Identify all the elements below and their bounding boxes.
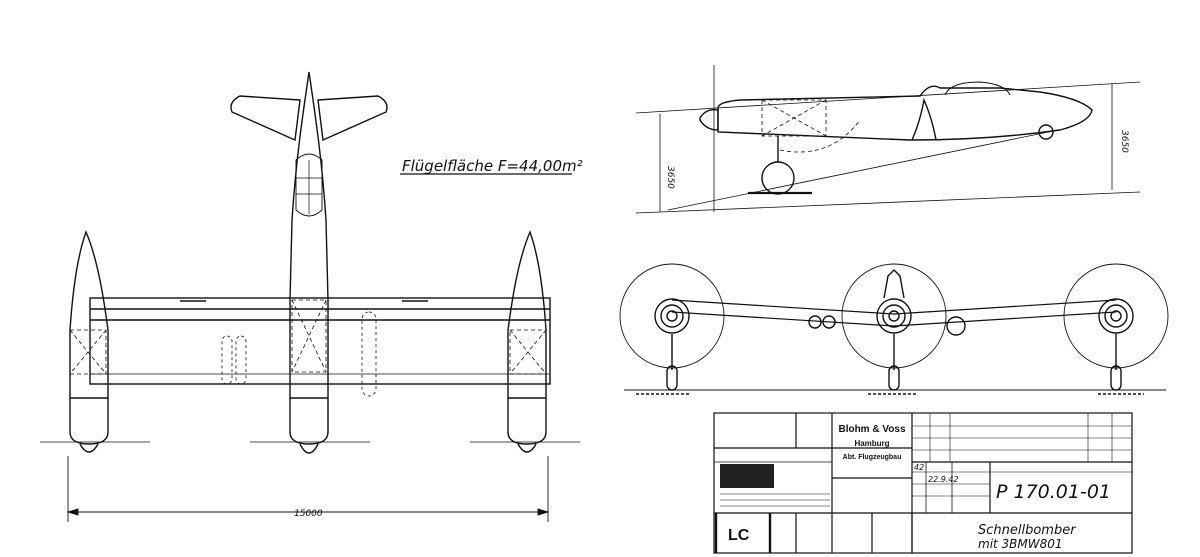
drawing-title-line1: Schnellbomber [978, 523, 1077, 538]
plan-view [40, 71, 580, 522]
left-nacelle [69, 230, 109, 399]
wing-area-label: Flügelfläche F=44,00m² [402, 157, 583, 175]
right-nacelle [507, 230, 547, 399]
company-department: Abt. Flugzeugbau [843, 454, 902, 461]
drawing-number: P 170.01-01 [996, 481, 1111, 503]
company-city: Hamburg [854, 439, 889, 448]
front-view [619, 263, 1169, 395]
span-dimension [66, 456, 550, 522]
company-name: Blohm & Voss [838, 424, 905, 435]
wing-outline [89, 297, 551, 385]
horizontal-tail [230, 95, 301, 142]
side-fuselage [717, 85, 1093, 141]
side-view [635, 65, 1141, 214]
height-label-left: 3650 [665, 166, 675, 189]
title-block [713, 412, 1133, 554]
center-fuselage [289, 71, 329, 399]
drawing-date: 22.9.42 [928, 475, 959, 484]
date-code: 42 [914, 463, 924, 472]
height-label-right: 3650 [1119, 130, 1129, 153]
block-initials: LC [728, 527, 750, 544]
drawing-title-line2: mit 3BMW801 [978, 537, 1063, 551]
span-label: 15000 [294, 509, 323, 519]
